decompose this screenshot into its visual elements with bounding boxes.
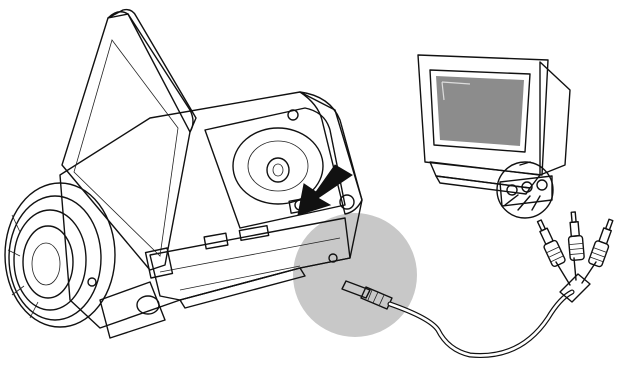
- tv-av-jack-callout: [497, 162, 553, 218]
- rca-plug-icon: [533, 212, 618, 302]
